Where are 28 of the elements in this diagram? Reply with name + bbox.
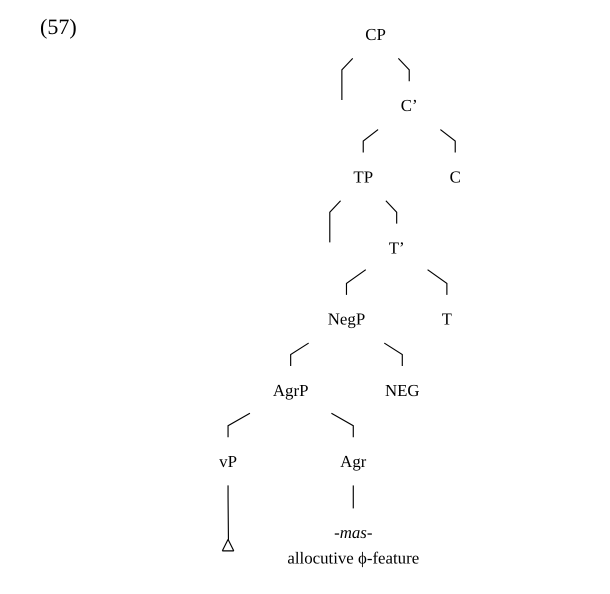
tree-label: T’ <box>388 238 405 258</box>
tree-branch <box>331 412 354 438</box>
tree-label: C <box>450 167 461 186</box>
tree-branch <box>341 58 354 100</box>
tree-label: CP <box>365 24 386 44</box>
tree-branch <box>398 58 410 82</box>
tree-branch <box>440 129 456 152</box>
tree-label: T <box>442 309 452 329</box>
triangle-symbol <box>222 538 234 552</box>
tree-branch <box>384 342 403 366</box>
tree-label: AgrP <box>272 380 308 400</box>
tree-label: vP <box>219 452 237 471</box>
tree-branch <box>227 412 250 438</box>
example-number: (57) <box>40 14 77 40</box>
tree-label: -mas- allocutive ϕ-feature <box>287 522 420 568</box>
tree-label: NEG <box>384 380 420 400</box>
tree-branch <box>385 200 398 224</box>
tree-branch <box>427 269 448 295</box>
tree-label: NegP <box>328 309 366 329</box>
tree-label: TP <box>353 167 374 186</box>
tree-branch <box>329 200 341 242</box>
tree-label: Agr <box>340 452 366 471</box>
tree-branch <box>346 269 366 295</box>
tree-branch <box>362 129 378 152</box>
tree-branch <box>227 485 229 540</box>
tree-label: C’ <box>400 96 418 115</box>
tree-branch <box>352 485 354 508</box>
tree-branch <box>290 342 309 366</box>
